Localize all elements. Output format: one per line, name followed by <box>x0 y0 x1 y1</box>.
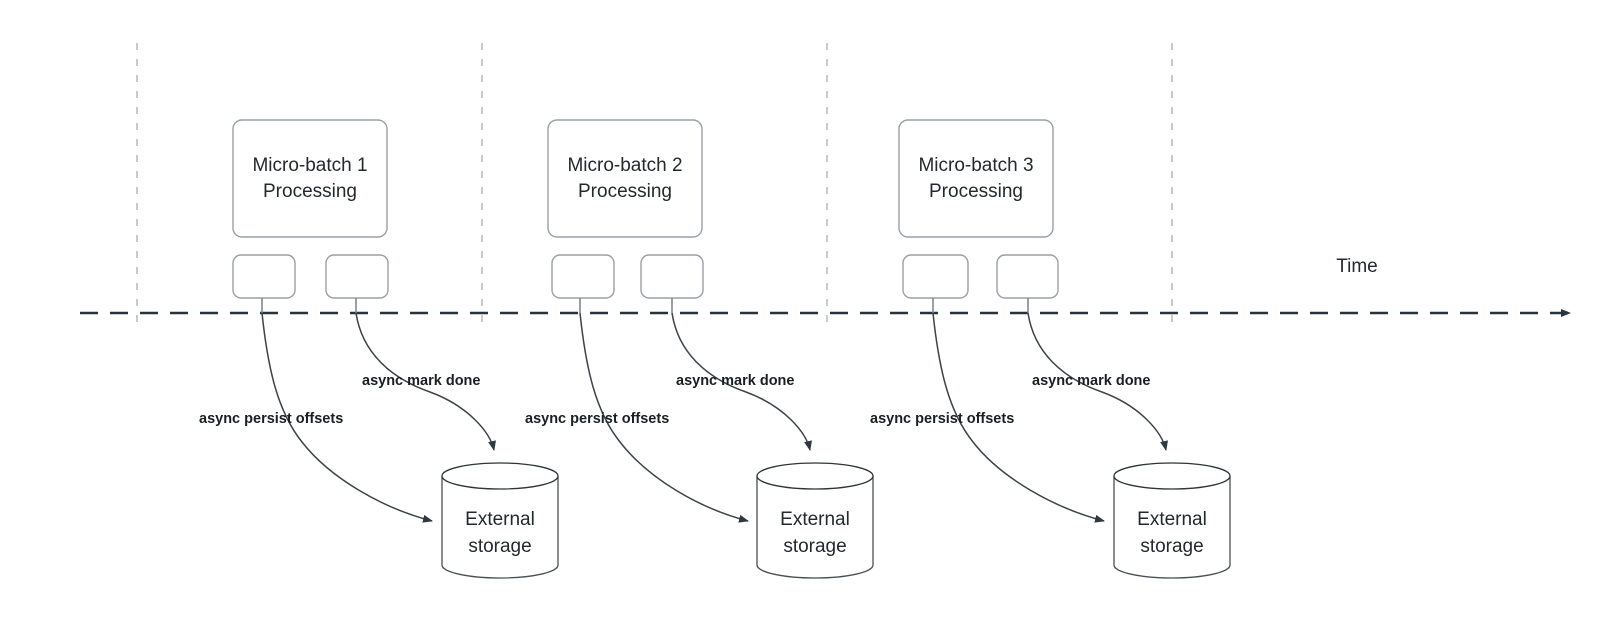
microbatch-box-1-line2: Processing <box>263 181 357 202</box>
task-box-1-left[interactable] <box>232 254 296 299</box>
storage-cylinder-1-top <box>441 462 559 490</box>
storage-label-3-line2: storage <box>1140 536 1203 557</box>
persist-offsets-label-2: async persist offsets <box>525 411 669 427</box>
microbatch-box-2[interactable] <box>547 119 703 238</box>
task-box-3-right[interactable] <box>996 254 1059 299</box>
microbatch-box-3-line1: Micro-batch 3 <box>918 155 1033 176</box>
mark-done-arrow-2 <box>671 312 812 451</box>
mark-done-label-3: async mark done <box>1032 373 1150 389</box>
microbatch-box-2-line1: Micro-batch 2 <box>567 155 682 176</box>
mark-done-label-1: async mark done <box>362 373 480 389</box>
storage-label-2-line2: storage <box>783 536 846 557</box>
group-2: Micro-batch 2 Processing async persist o… <box>525 119 874 579</box>
mark-done-arrow-3 <box>1027 312 1168 451</box>
task-box-3-left[interactable] <box>902 254 969 299</box>
storage-cylinder-3-top <box>1113 462 1231 490</box>
mark-done-label-2: async mark done <box>676 373 794 389</box>
persist-offsets-label-3: async persist offsets <box>870 411 1014 427</box>
persist-offsets-arrow-1 <box>261 312 433 523</box>
group-1: Micro-batch 1 Processing async persist o… <box>199 119 559 579</box>
task-box-1-right[interactable] <box>325 254 389 299</box>
microbatch-box-3-line2: Processing <box>929 181 1023 202</box>
persist-offsets-arrow-3 <box>932 312 1105 523</box>
microbatch-box-1[interactable] <box>232 119 388 238</box>
storage-cylinder-2-top <box>756 462 874 490</box>
storage-cylinder-1-body[interactable] <box>441 476 559 579</box>
mark-done-arrow-1 <box>355 312 496 451</box>
task-box-2-right[interactable] <box>640 254 704 299</box>
storage-label-3-line1: External <box>1137 509 1207 530</box>
task-box-2-left[interactable] <box>551 254 615 299</box>
persist-offsets-arrow-2 <box>579 312 749 523</box>
time-axis: Time <box>80 256 1571 317</box>
time-axis-label: Time <box>1336 256 1378 277</box>
storage-label-1-line1: External <box>465 509 535 530</box>
group-3: Micro-batch 3 Processing async persist o… <box>870 119 1231 579</box>
storage-label-2-line1: External <box>780 509 850 530</box>
microbatch-box-2-line2: Processing <box>578 181 672 202</box>
storage-cylinder-3-body[interactable] <box>1113 476 1231 579</box>
microbatch-box-1-line1: Micro-batch 1 <box>252 155 367 176</box>
storage-label-1-line2: storage <box>468 536 531 557</box>
storage-cylinder-2-body[interactable] <box>756 476 874 579</box>
persist-offsets-label-1: async persist offsets <box>199 411 343 427</box>
microbatch-box-3[interactable] <box>898 119 1054 238</box>
